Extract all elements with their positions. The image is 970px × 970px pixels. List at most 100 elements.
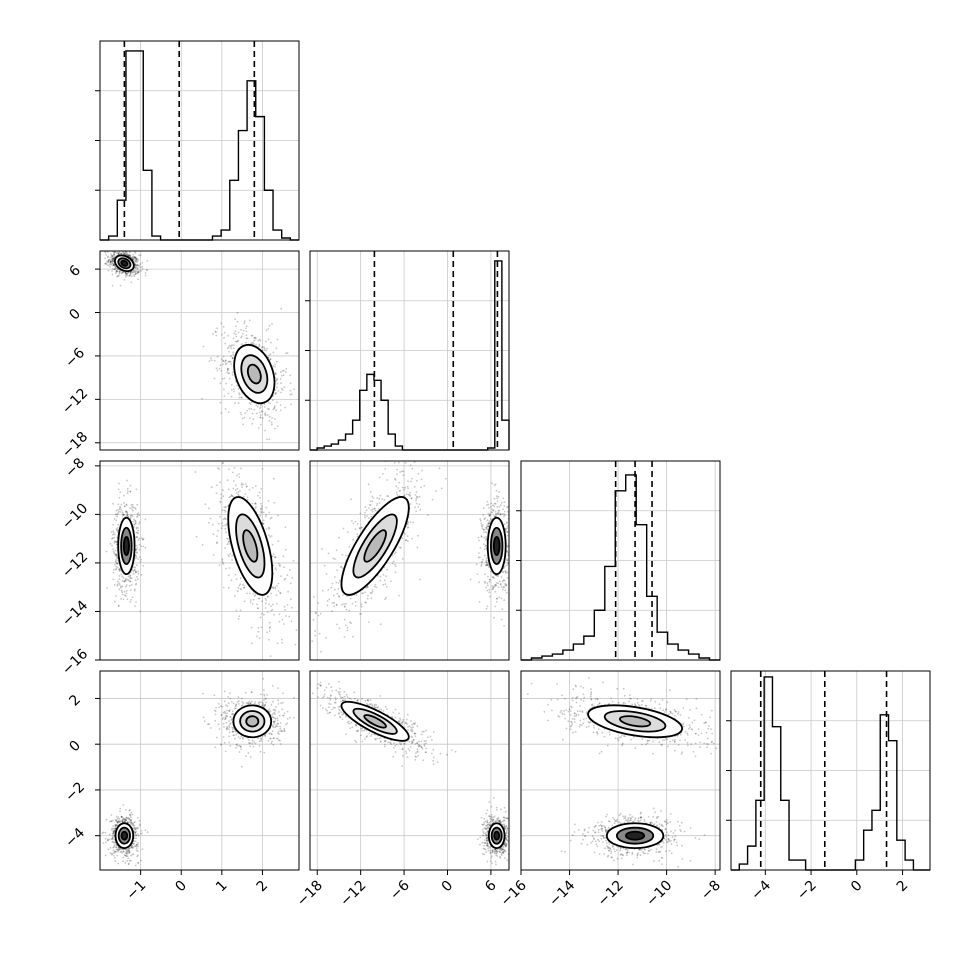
scatter-point [119, 491, 122, 493]
scatter-point [120, 597, 122, 600]
scatter-point [272, 408, 275, 411]
scatter-point [112, 502, 114, 505]
scatter-point [119, 851, 122, 853]
scatter-point [272, 351, 275, 354]
scatter-point [134, 260, 137, 263]
scatter-point [115, 270, 118, 272]
scatter-point [113, 264, 115, 266]
scatter-point [122, 271, 124, 274]
scatter-point [366, 515, 368, 517]
scatter-point [367, 507, 370, 509]
scatter-point [210, 357, 212, 360]
scatter-point [114, 251, 117, 254]
y-tick-label: −16 [59, 646, 91, 678]
scatter-point [119, 505, 121, 508]
scatter-point [136, 260, 139, 262]
scatter-point [133, 256, 136, 259]
scatter-point [274, 427, 276, 430]
scatter-point [497, 513, 500, 515]
scatter-point [369, 500, 372, 503]
scatter-point [255, 343, 257, 346]
scatter-point [234, 489, 237, 491]
scatter-point [141, 848, 144, 851]
scatter-point [270, 516, 273, 519]
scatter-point [228, 496, 231, 499]
scatter-point [126, 852, 128, 855]
scatter-point [263, 403, 266, 405]
scatter-point [134, 583, 137, 586]
scatter-point [237, 586, 240, 589]
scatter-point [351, 602, 354, 605]
scatter-point [119, 508, 121, 511]
scatter-point [112, 550, 115, 553]
scatter-point [372, 497, 375, 499]
scatter-point [118, 271, 121, 273]
scatter-point [111, 544, 113, 547]
scatter-point [282, 701, 284, 704]
scatter-point [265, 515, 267, 518]
scatter-point [126, 274, 129, 277]
scatter-point [258, 597, 261, 600]
scatter-point [112, 819, 114, 822]
scatter-point [112, 831, 115, 834]
scatter-point [120, 252, 123, 255]
scatter-point [266, 631, 268, 634]
scatter-point [225, 567, 227, 570]
scatter-point [122, 860, 124, 863]
scatter-point [121, 585, 124, 588]
scatter-point [135, 849, 138, 852]
scatter-point [239, 609, 242, 612]
scatter-point [133, 827, 136, 830]
scatter-point [396, 468, 399, 471]
scatter-point [126, 511, 128, 513]
scatter-point [506, 559, 509, 562]
scatter-point [134, 828, 137, 830]
scatter-point [118, 588, 121, 591]
scatter-point [130, 584, 133, 586]
scatter-point [489, 570, 492, 573]
scatter-point [112, 530, 115, 532]
scatter-point [496, 500, 499, 503]
scatter-point [502, 570, 505, 573]
scatter-point [228, 555, 230, 558]
scatter-point [494, 584, 497, 586]
scatter-point [491, 576, 494, 578]
scatter-point [111, 837, 114, 839]
scatter-point [116, 270, 118, 273]
scatter-point [268, 419, 271, 422]
scatter-point [117, 511, 120, 514]
scatter-point [116, 821, 119, 824]
scatter-point [129, 589, 132, 591]
scatter-point [274, 418, 276, 420]
scatter-point [495, 584, 498, 587]
scatter-point [272, 553, 275, 556]
scatter-point [230, 494, 233, 496]
scatter-point [118, 582, 121, 584]
scatter-point [122, 513, 124, 516]
scatter-point [259, 502, 262, 505]
scatter-point [506, 534, 509, 537]
scatter-point [379, 494, 382, 497]
scatter-point [260, 404, 263, 406]
scatter-point [213, 443, 215, 445]
scatter-point [112, 260, 115, 263]
scatter-point [114, 600, 116, 603]
panel-content [103, 251, 296, 441]
scatter-point [118, 568, 121, 571]
scatter-point [140, 833, 142, 835]
scatter-point [211, 446, 213, 448]
scatter-point [231, 357, 234, 360]
scatter-point [111, 259, 114, 261]
scatter-point [131, 270, 134, 273]
scatter-point [415, 491, 418, 493]
scatter-point [131, 257, 134, 259]
scatter-point [339, 566, 342, 569]
scatter-point [227, 411, 230, 414]
scatter-point [486, 589, 489, 592]
scatter-point [228, 372, 231, 374]
scatter-point [244, 483, 247, 485]
scatter-point [111, 840, 114, 843]
scatter-point [135, 260, 138, 262]
scatter-point [489, 513, 491, 516]
scatter-point [227, 372, 230, 375]
